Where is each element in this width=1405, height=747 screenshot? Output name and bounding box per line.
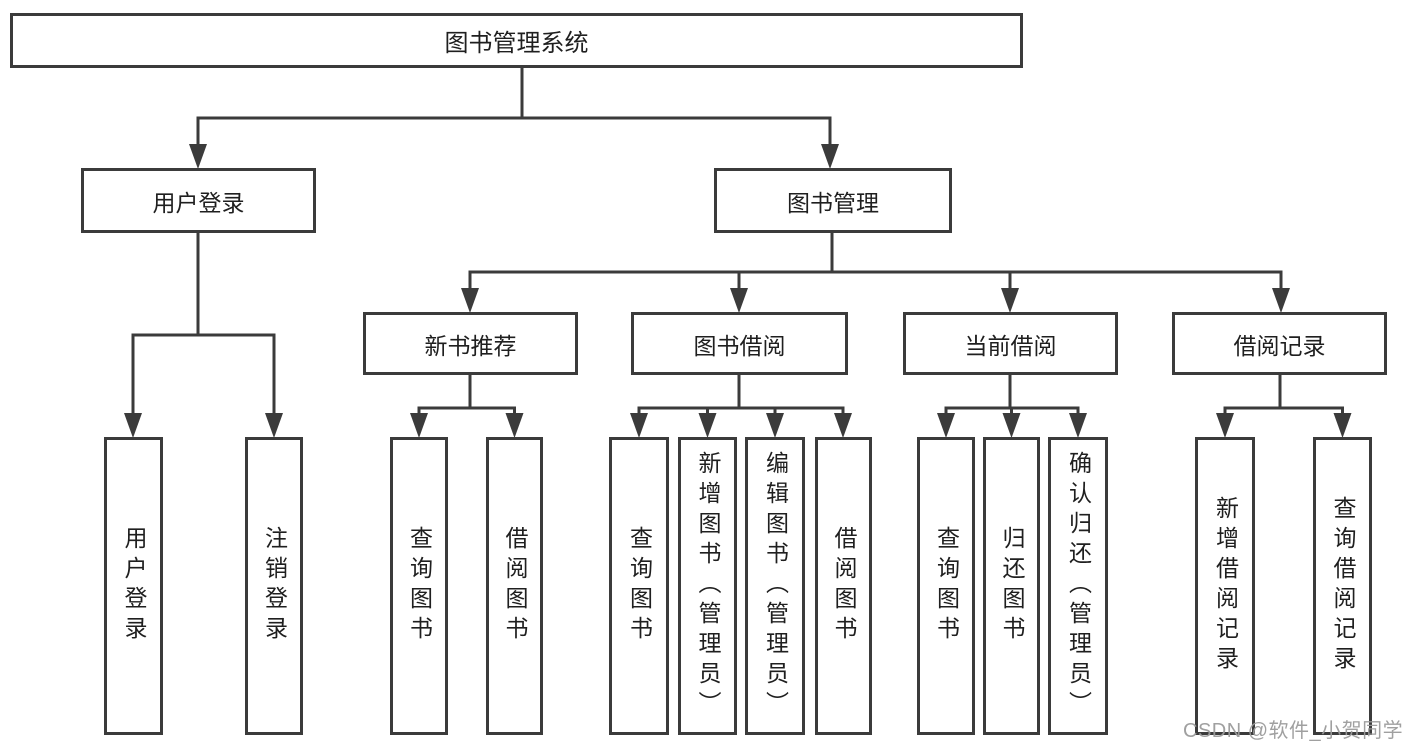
leaf-label: 新增借阅记录 [1212,496,1239,676]
leaf-query-books-borrow: 查询图书 [609,437,669,735]
leaf-logout: 注销登录 [245,437,303,735]
leaf-query-borrow-record: 查询借阅记录 [1313,437,1372,735]
node-label: 图书管理 [787,189,879,216]
leaf-label: 编辑图书（管理员） [762,451,789,721]
watermark: CSDN @软件_小贺同学 [1183,720,1404,742]
leaf-query-books-current: 查询图书 [917,437,975,735]
node-current-borrow: 当前借阅 [903,312,1118,375]
node-label: 图书借阅 [693,332,786,359]
leaf-label: 查询图书 [626,526,653,646]
leaf-add-borrow-record: 新增借阅记录 [1195,437,1255,735]
leaf-label: 查询借阅记录 [1330,496,1356,676]
node-user-login: 用户登录 [81,168,316,233]
node-root-system: 图书管理系统 [10,13,1023,68]
leaf-query-books-recommend: 查询图书 [390,437,448,735]
node-label: 用户登录 [152,189,245,216]
leaf-add-book-admin: 新增图书（管理员） [678,437,737,735]
leaf-label: 注销登录 [261,526,288,646]
leaf-label: 归还图书 [999,526,1025,646]
leaf-label: 借阅图书 [502,526,528,646]
node-label: 当前借阅 [964,332,1057,359]
leaf-user-login: 用户登录 [104,437,163,735]
leaf-label: 查询图书 [406,526,433,646]
node-book-management: 图书管理 [714,168,952,233]
node-new-book-recommend: 新书推荐 [363,312,578,375]
leaf-borrow-books-recommend: 借阅图书 [486,437,543,735]
leaf-label: 查询图书 [933,526,960,646]
node-book-borrow: 图书借阅 [631,312,848,375]
leaf-edit-book-admin: 编辑图书（管理员） [745,437,805,735]
leaf-label: 借阅图书 [831,526,857,646]
node-label: 借阅记录 [1233,332,1326,359]
node-root-label: 图书管理系统 [444,30,589,57]
node-borrow-records: 借阅记录 [1172,312,1387,375]
leaf-return-books: 归还图书 [983,437,1040,735]
leaf-label: 用户登录 [121,526,147,646]
leaf-confirm-return-admin: 确认归还（管理员） [1048,437,1108,735]
leaf-label: 新增图书（管理员） [695,451,721,721]
leaf-label: 确认归还（管理员） [1065,451,1092,721]
leaf-borrow-books: 借阅图书 [815,437,872,735]
node-label: 新书推荐 [424,332,517,359]
